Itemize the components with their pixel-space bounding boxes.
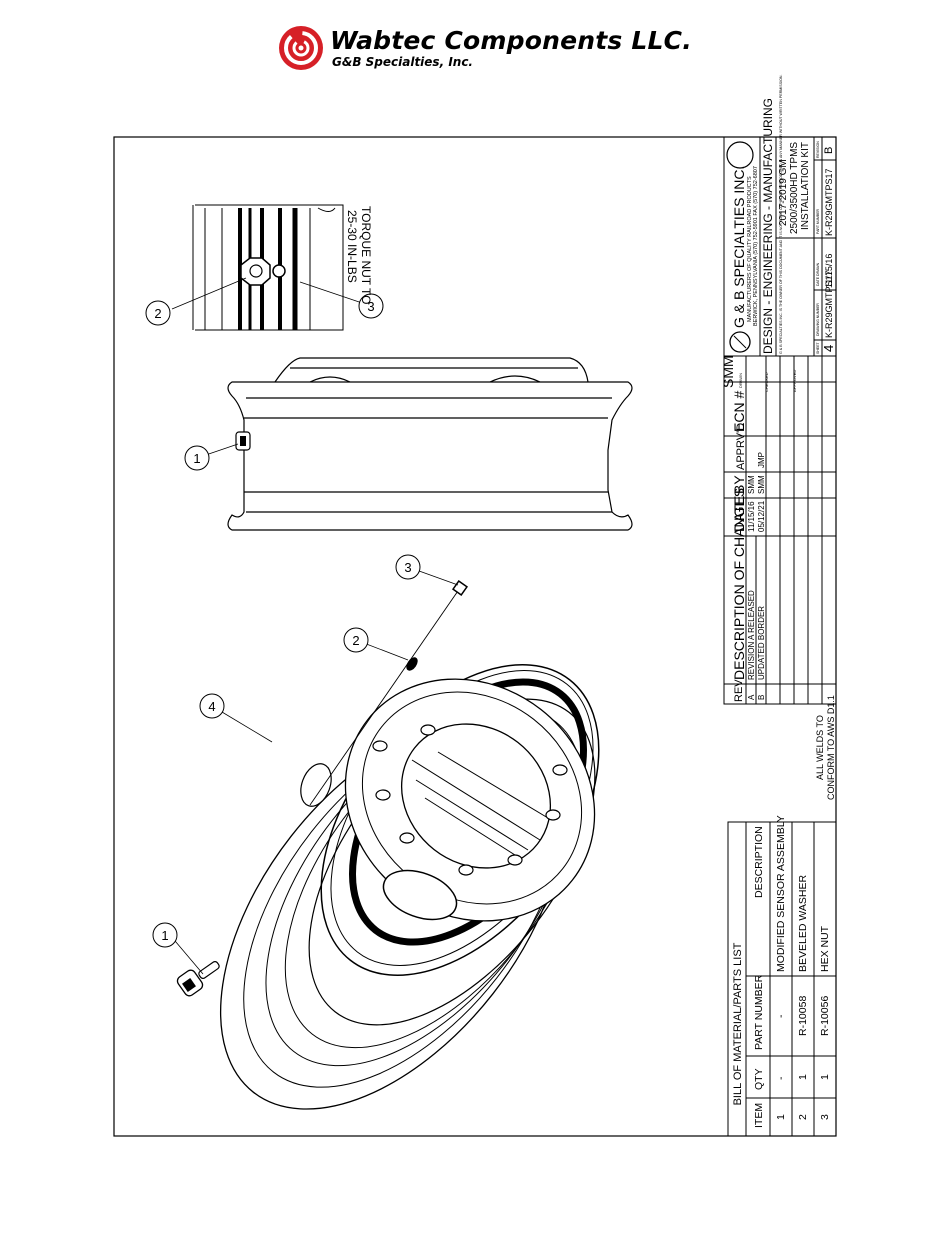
svg-text:4: 4 (821, 345, 836, 352)
logo-subsidiary-name: G&B Specialties, Inc. (332, 55, 473, 69)
svg-text:TORQUE NUT TO: TORQUE NUT TO (359, 206, 373, 304)
detail-view (171, 204, 372, 331)
svg-text:1: 1 (819, 1074, 831, 1080)
svg-text:2500/3500HD TPMS: 2500/3500HD TPMS (789, 142, 800, 234)
balloon-1-side: 1 (184, 445, 210, 471)
svg-text:05/12/21: 05/12/21 (757, 500, 766, 532)
wabtec-logo-icon (279, 26, 323, 70)
svg-text:-: - (775, 1014, 787, 1018)
svg-text:SMM: SMM (747, 475, 756, 494)
logo-company-name: Wabtec Components LLC. (330, 26, 692, 55)
svg-text:3: 3 (819, 1114, 831, 1120)
svg-text:REVISION A RELEASED: REVISION A RELEASED (747, 590, 756, 680)
balloon-3-detail: 3 (358, 293, 384, 319)
wheel-side-view (227, 357, 633, 531)
svg-text:ITEM: ITEM (753, 1103, 765, 1128)
svg-text:R-10056: R-10056 (819, 996, 831, 1036)
svg-text:PART NUMBER: PART NUMBER (753, 974, 765, 1050)
svg-text:2017-2019 GM: 2017-2019 GM (778, 159, 789, 226)
svg-text:CHECKED: CHECKED (764, 372, 769, 392)
svg-text:2: 2 (797, 1114, 809, 1120)
svg-text:A: A (747, 694, 756, 700)
svg-text:APPROVED: APPROVED (792, 370, 797, 392)
revision-table (723, 355, 837, 705)
torque-note: TORQUE NUT TO 25-30 IN-LBS (345, 206, 373, 304)
title-block-text: G & B SPECIALTIES INC. MANUFACTURERS OF … (720, 75, 836, 392)
washer-iso (406, 657, 418, 671)
svg-text:BY: BY (731, 475, 747, 494)
svg-text:QTY: QTY (753, 1068, 765, 1090)
svg-text:11/15/16: 11/15/16 (824, 254, 834, 288)
svg-text:REVISION: REVISION (816, 141, 820, 158)
svg-text:3: 3 (404, 560, 411, 575)
svg-text:DESIGN - ENGINEERING - MANUFAC: DESIGN - ENGINEERING - MANUFACTURING (761, 98, 775, 354)
svg-text:MANUFACTURERS OF QUALITY RAILR: MANUFACTURERS OF QUALITY RAILROAD PRODUC… (747, 176, 753, 322)
svg-text:DRAWING NUMBER: DRAWING NUMBER (816, 303, 820, 336)
hex-nut-iso (451, 579, 469, 597)
svg-text:APPRV'D: APPRV'D (735, 423, 747, 470)
bom-table (727, 821, 837, 1137)
svg-text:1: 1 (775, 1114, 787, 1120)
svg-text:BEVELED WASHER: BEVELED WASHER (797, 875, 809, 972)
svg-text:3: 3 (367, 299, 374, 314)
balloon-3-iso: 3 (395, 554, 421, 580)
svg-text:SMM: SMM (720, 355, 736, 388)
svg-text:K-R29GMTPS17: K-R29GMTPS17 (824, 168, 834, 236)
svg-text:CONFORM TO AWS D1.1: CONFORM TO AWS D1.1 (826, 695, 836, 800)
svg-text:DRAWN: DRAWN (738, 373, 743, 388)
svg-text:SHEET: SHEET (816, 341, 820, 354)
svg-text:REV: REV (733, 679, 745, 702)
svg-text:B: B (823, 147, 835, 154)
sensor-assembly-iso (176, 960, 220, 997)
svg-text:11/15/16: 11/15/16 (747, 501, 756, 532)
balloon-4-iso: 4 (199, 693, 225, 719)
title-block (723, 136, 837, 357)
svg-text:DESCRIPTION OF CHANGES: DESCRIPTION OF CHANGES (731, 488, 747, 680)
svg-text:2: 2 (352, 633, 359, 648)
svg-text:R-10058: R-10058 (797, 996, 809, 1036)
svg-text:1: 1 (797, 1074, 809, 1080)
balloon-1-iso: 1 (152, 922, 178, 948)
company-logo: Wabtec Components LLC. G&B Specialties, … (276, 24, 696, 74)
svg-text:1: 1 (161, 928, 168, 943)
svg-text:JMP: JMP (757, 452, 766, 468)
svg-text:DESCRIPTION: DESCRIPTION (753, 826, 765, 898)
svg-text:25-30 IN-LBS: 25-30 IN-LBS (345, 210, 359, 283)
balloon-2-detail: 2 (145, 300, 171, 326)
svg-text:INSTALLATION KIT: INSTALLATION KIT (800, 142, 811, 230)
welds-note: ALL WELDS TO CONFORM TO AWS D1.1 (815, 695, 836, 800)
svg-text:1: 1 (193, 451, 200, 466)
svg-text:UPDATED BORDER: UPDATED BORDER (757, 606, 766, 680)
svg-text:G & B SPECIALTIES INC. IS THE: G & B SPECIALTIES INC. IS THE OWNER OF T… (779, 75, 783, 354)
svg-text:-: - (775, 1076, 787, 1080)
balloon-2-iso: 2 (343, 627, 369, 653)
svg-text:4: 4 (208, 699, 215, 714)
svg-text:PART NUMBER: PART NUMBER (816, 208, 820, 234)
svg-text:DATE DRAWN: DATE DRAWN (816, 262, 820, 286)
revision-text: REV DESCRIPTION OF CHANGES DATE BY APPRV… (731, 391, 766, 702)
svg-text:B: B (757, 695, 766, 700)
svg-text:ECN #: ECN # (731, 391, 747, 432)
svg-text:DATE: DATE (731, 496, 747, 532)
svg-text:G & B SPECIALTIES INC.: G & B SPECIALTIES INC. (731, 166, 747, 328)
svg-text:SMM: SMM (757, 475, 766, 494)
svg-text:2: 2 (154, 306, 161, 321)
svg-text:K-R29GMTPS17: K-R29GMTPS17 (824, 270, 834, 338)
svg-text:ALL WELDS TO: ALL WELDS TO (815, 715, 825, 780)
svg-text:HEX NUT: HEX NUT (819, 925, 831, 972)
svg-text:BILL OF MATERIAL/PARTS LIST: BILL OF MATERIAL/PARTS LIST (732, 942, 744, 1105)
svg-text:MODIFIED SENSOR ASSEMBLY: MODIFIED SENSOR ASSEMBLY (775, 815, 787, 972)
bom-text: BILL OF MATERIAL/PARTS LIST ITEM QTY PAR… (732, 815, 831, 1128)
wheel-isometric-view (219, 587, 600, 1110)
svg-text:BERWICK, PENNSYLVANIA (570) 75: BERWICK, PENNSYLVANIA (570) 752-5901 FAX… (753, 166, 759, 326)
